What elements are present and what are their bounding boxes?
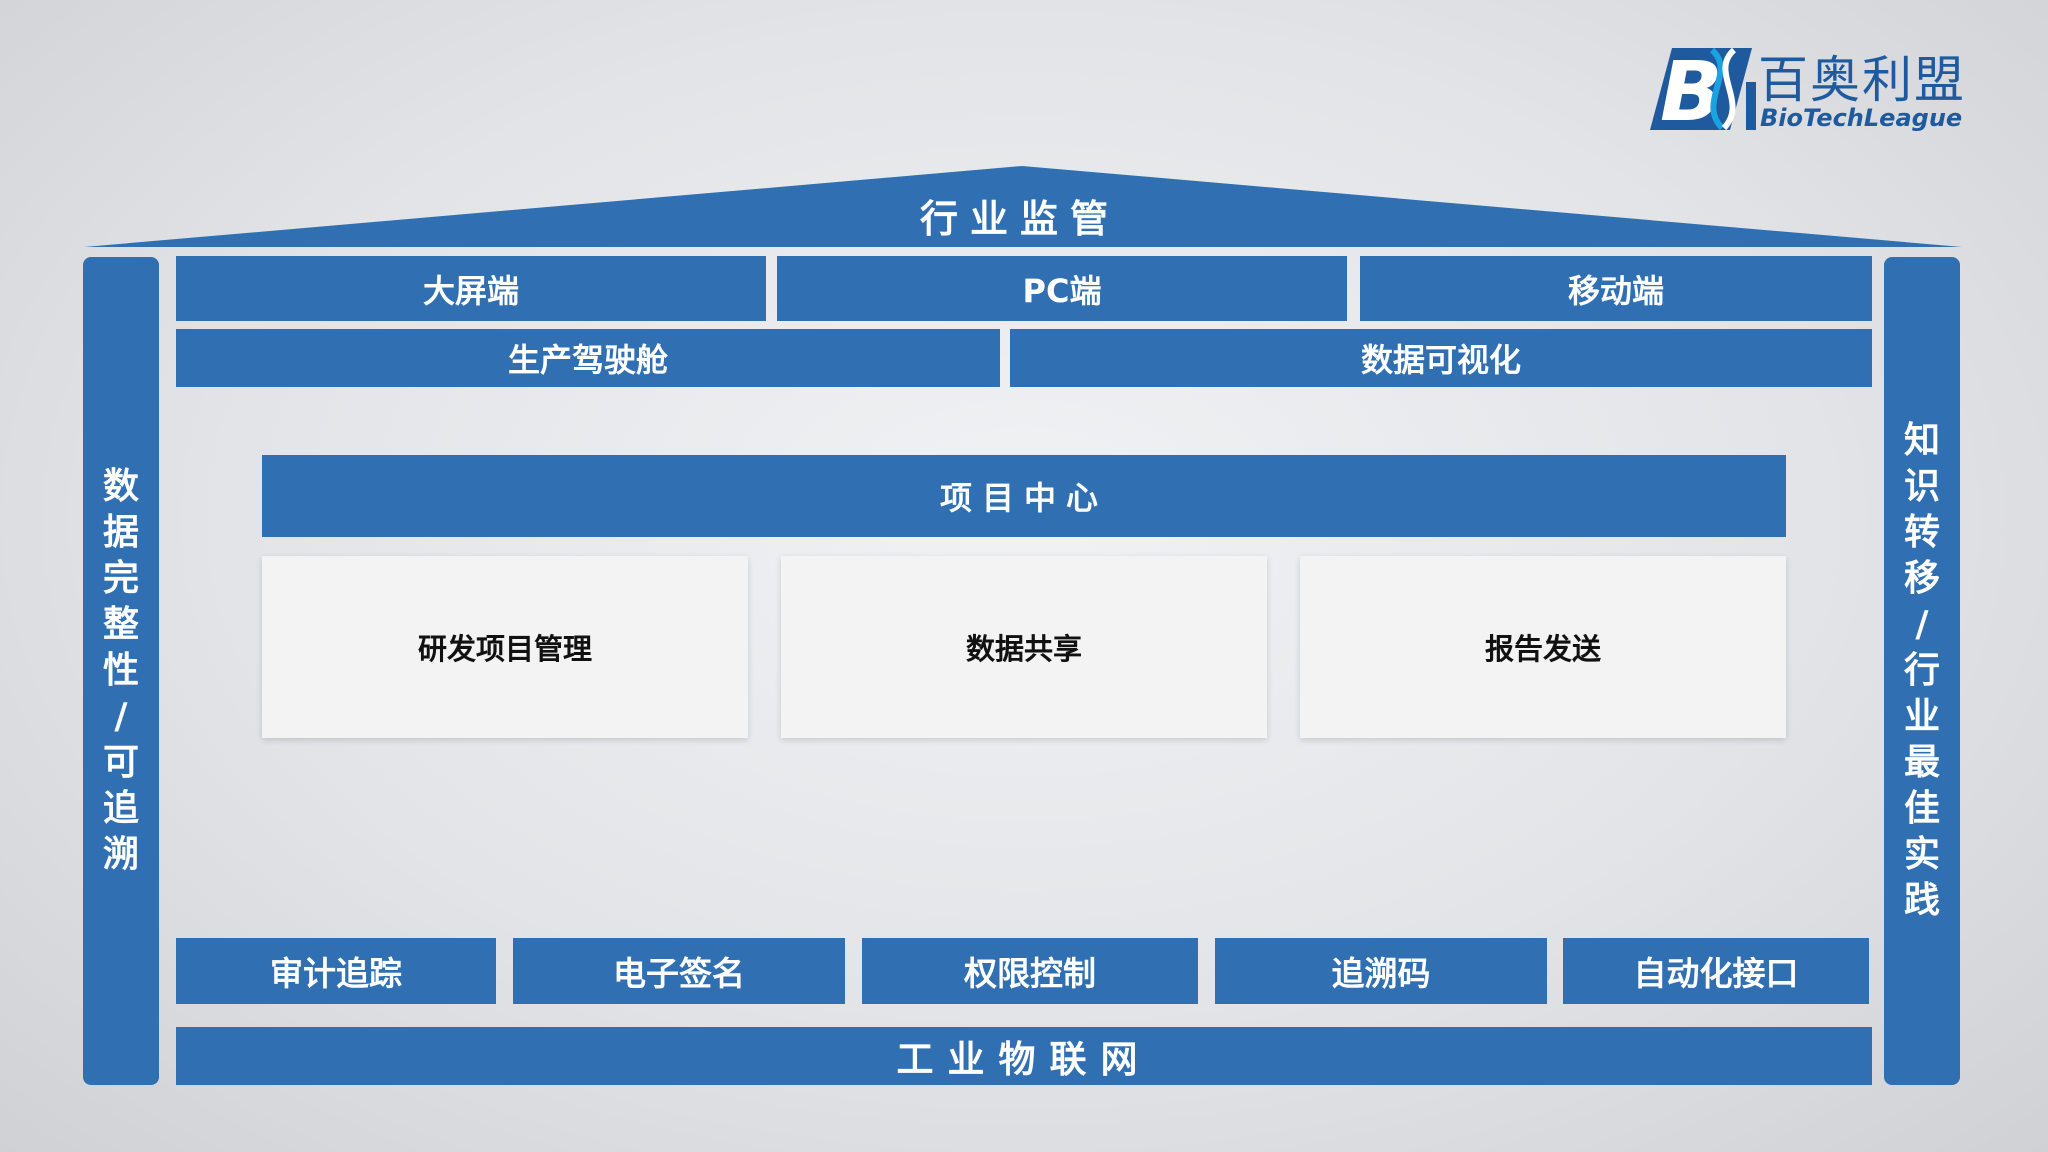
left-pillar-char: 整 bbox=[102, 604, 139, 645]
base-iot-bar: 工业物联网 bbox=[176, 1027, 1872, 1085]
roof-title: 行业监管 bbox=[919, 196, 1120, 241]
left-pillar-char: 据 bbox=[102, 512, 139, 553]
bottom-box-automation-interface: 自动化接口 bbox=[1563, 938, 1869, 1004]
biotechleague-logo-mark: B bbox=[1650, 45, 1756, 134]
top-box-pc: PC端 bbox=[777, 256, 1347, 321]
logo-chinese-name: 百奥利盟 bbox=[1758, 51, 1966, 109]
right-pillar: 知识转移 / 行业最佳实践 bbox=[1884, 257, 1960, 1085]
bottom-box-access-control: 权限控制 bbox=[862, 938, 1198, 1004]
bottom-box-audit-trail: 审计追踪 bbox=[176, 938, 496, 1004]
right-pillar-char: 最 bbox=[1903, 742, 1940, 783]
bottom-box-electronic-signature: 电子签名 bbox=[513, 938, 845, 1004]
right-pillar-char: / bbox=[1915, 604, 1929, 645]
card-report-sending: 报告发送 bbox=[1300, 556, 1786, 738]
top-box-large-screen: 大屏端 bbox=[176, 256, 766, 321]
right-pillar-char: 识 bbox=[1903, 466, 1940, 507]
right-pillar-char: 转 bbox=[1903, 512, 1940, 553]
left-pillar-char: 溯 bbox=[102, 834, 139, 875]
right-pillar-char: 行 bbox=[1903, 650, 1940, 691]
center-title-bar: 项目中心 bbox=[262, 455, 1786, 537]
left-pillar-char: 可 bbox=[102, 742, 139, 783]
right-pillar-char: 知 bbox=[1903, 420, 1940, 461]
left-pillar-char: 性 bbox=[102, 650, 139, 691]
right-pillar-char: 实 bbox=[1903, 834, 1940, 875]
logo-english-name: BioTechLeague bbox=[1760, 104, 1963, 132]
second-box-cockpit: 生产驾驶舱 bbox=[176, 329, 1000, 387]
left-pillar-char: 追 bbox=[102, 788, 139, 829]
right-pillar-char: 佳 bbox=[1903, 788, 1940, 829]
svg-text:B: B bbox=[1660, 45, 1723, 134]
card-rd-project-management: 研发项目管理 bbox=[262, 556, 748, 738]
right-pillar-char: 践 bbox=[1903, 880, 1940, 921]
second-box-data-visualization: 数据可视化 bbox=[1010, 329, 1872, 387]
card-data-sharing: 数据共享 bbox=[781, 556, 1267, 738]
right-pillar-char: 移 bbox=[1903, 558, 1940, 599]
left-pillar-char: / bbox=[114, 696, 128, 737]
roof-shape bbox=[84, 166, 1962, 247]
right-pillar-char: 业 bbox=[1903, 696, 1940, 737]
left-pillar-char: 数 bbox=[102, 466, 139, 507]
top-box-mobile: 移动端 bbox=[1360, 256, 1872, 321]
left-pillar-char: 完 bbox=[102, 558, 139, 599]
left-pillar: 数据完整性 / 可追溯 bbox=[83, 257, 159, 1085]
bottom-box-traceability-code: 追溯码 bbox=[1215, 938, 1547, 1004]
